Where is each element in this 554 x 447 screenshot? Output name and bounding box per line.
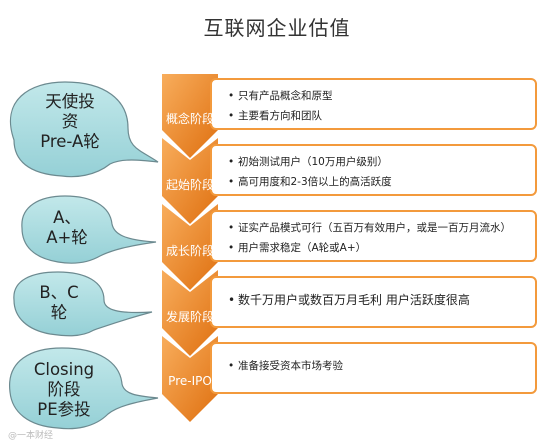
page-title: 互联网企业估值 bbox=[203, 16, 351, 40]
chevron-4 bbox=[162, 270, 218, 356]
bubble-a-round-text: A、 A+轮 bbox=[46, 208, 88, 247]
stage-label-1: 概念阶段 bbox=[165, 112, 214, 126]
chevron-2 bbox=[162, 138, 218, 224]
stage-label-4: 发展阶段 bbox=[165, 310, 214, 324]
stage-3-item-1: 证实产品模式可行（五百万有效用户，或是一百万月流水） bbox=[228, 218, 525, 238]
stage-5-item-1: 准备接受资本市场考验 bbox=[228, 356, 525, 376]
stage-2-item-2: 高可用度和2-3倍以上的高活跃度 bbox=[228, 172, 525, 192]
bubble-angel-text: 天使投 资 Pre-A轮 bbox=[40, 92, 100, 151]
watermark: @一本财经 bbox=[8, 431, 54, 441]
bubble-a-round bbox=[21, 195, 157, 264]
stage-box-5: 准备接受资本市场考验 bbox=[210, 342, 537, 394]
chevron-1 bbox=[162, 74, 218, 158]
stage-box-3: 证实产品模式可行（五百万有效用户，或是一百万月流水） 用户需求稳定（A轮或A+） bbox=[210, 210, 537, 262]
stage-4-item-1: 数千万用户或数百万月毛利 用户活跃度很高 bbox=[228, 290, 525, 310]
stage-1-item-2: 主要看方向和团队 bbox=[228, 106, 525, 126]
stage-1-item-1: 只有产品概念和原型 bbox=[228, 86, 525, 106]
bubble-angel bbox=[9, 81, 159, 178]
stage-3-item-2: 用户需求稳定（A轮或A+） bbox=[228, 238, 525, 258]
bubble-bc-round-text: B、C 轮 bbox=[39, 283, 79, 322]
chevron-5 bbox=[162, 336, 218, 422]
stage-label-3: 成长阶段 bbox=[165, 244, 214, 258]
stage-2-item-1: 初始测试用户（10万用户级别） bbox=[228, 152, 525, 172]
bubble-bc-round bbox=[13, 271, 153, 337]
bubble-closing-text: Closing 阶段 PE参投 bbox=[33, 360, 95, 419]
stage-box-2: 初始测试用户（10万用户级别） 高可用度和2-3倍以上的高活跃度 bbox=[210, 144, 537, 196]
stage-label-5: Pre-IPO bbox=[168, 374, 212, 388]
chevron-3 bbox=[162, 204, 218, 290]
stage-box-4: 数千万用户或数百万月毛利 用户活跃度很高 bbox=[210, 276, 537, 328]
stage-box-1: 只有产品概念和原型 主要看方向和团队 bbox=[210, 78, 537, 130]
bubble-closing bbox=[9, 347, 159, 430]
stage-label-2: 起始阶段 bbox=[165, 178, 214, 192]
